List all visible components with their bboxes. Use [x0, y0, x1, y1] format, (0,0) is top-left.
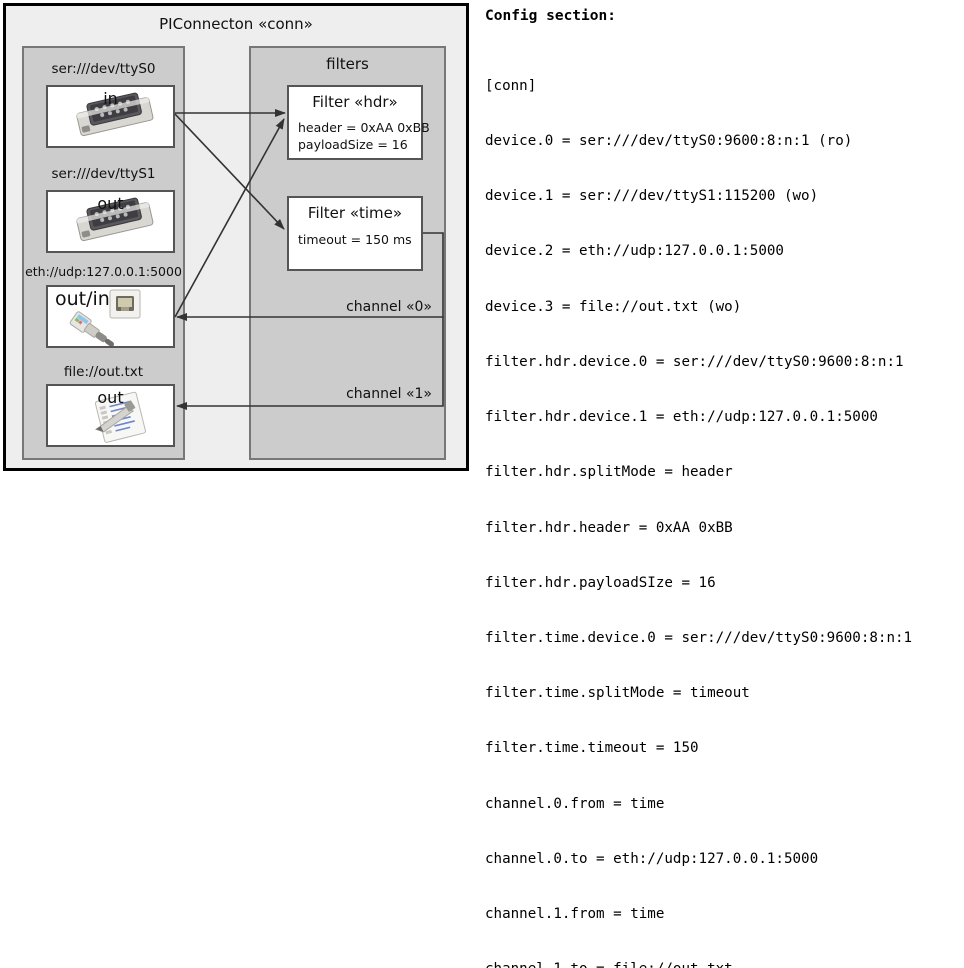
filter-title-time: Filter «time»: [307, 204, 403, 222]
config-line: channel.0.to = eth://udp:127.0.0.1:5000: [485, 850, 819, 867]
config-line: [conn]: [485, 77, 537, 94]
filter-prop-header: header = 0xAA 0xBB: [298, 120, 430, 135]
device-label-ttyS0: ser:///dev/ttyS0: [51, 61, 156, 77]
config-line: filter.hdr.payloadSIze = 16: [485, 574, 716, 591]
config-line: filter.hdr.device.0 = ser:///dev/ttyS0:9…: [485, 353, 904, 370]
device-label-file: file://out.txt: [63, 364, 144, 380]
connection-diagram: PIConnecton «conn» ser:///dev/ttyS0 in: [3, 3, 469, 471]
serial-port-icon: [76, 197, 154, 242]
config-heading: Config section:: [485, 8, 616, 24]
config-section: Config section: [conn] device.0 = ser://…: [482, 0, 962, 968]
device-direction-ttyS1: out: [97, 194, 124, 213]
serial-port-icon: [76, 92, 154, 137]
device-direction-file: out: [97, 388, 124, 407]
device-label-eth: eth://udp:127.0.0.1:5000: [25, 264, 182, 279]
device-box-file[interactable]: out: [46, 384, 175, 447]
device-box-ttyS0[interactable]: in: [46, 85, 175, 148]
ethernet-port-icon: [69, 289, 141, 346]
device-direction-eth: out/in: [55, 288, 110, 310]
filter-box-time[interactable]: Filter «time» timeout = 150 ms: [287, 196, 423, 271]
device-box-eth[interactable]: out/in: [46, 285, 175, 348]
filter-prop-payload-size: payloadSize = 16: [298, 137, 408, 152]
filter-title-hdr: Filter «hdr»: [312, 93, 398, 111]
diagram-title: PIConnecton «conn»: [159, 15, 313, 33]
config-line: device.0 = ser:///dev/ttyS0:9600:8:n:1 (…: [485, 133, 853, 150]
filter-prop-timeout: timeout = 150 ms: [298, 232, 412, 247]
config-line: filter.hdr.header = 0xAA 0xBB: [485, 519, 733, 536]
channel-label-1: channel «1»: [346, 386, 432, 402]
filters-group-title: filters: [326, 55, 369, 73]
device-direction-ttyS0: in: [103, 89, 118, 108]
config-line: channel.1.from = time: [485, 906, 665, 923]
config-line: device.1 = ser:///dev/ttyS1:115200 (wo): [485, 188, 819, 205]
text-file-icon: [94, 391, 146, 443]
config-line: filter.time.splitMode = timeout: [485, 685, 750, 702]
config-line: filter.time.timeout = 150: [485, 740, 699, 757]
device-label-ttyS1: ser:///dev/ttyS1: [51, 166, 156, 182]
config-line: device.2 = eth://udp:127.0.0.1:5000: [485, 243, 784, 260]
config-line: channel.1.to = file://out.txt: [485, 960, 912, 968]
config-line: filter.time.device.0 = ser:///dev/ttyS0:…: [485, 630, 913, 646]
channel-label-0: channel «0»: [346, 299, 432, 315]
device-box-ttyS1[interactable]: out: [46, 190, 175, 253]
config-line: filter.hdr.splitMode = header: [485, 464, 733, 481]
filter-box-hdr[interactable]: Filter «hdr» header = 0xAA 0xBB payloadS…: [287, 85, 430, 160]
config-line: filter.hdr.device.1 = eth://udp:127.0.0.…: [485, 409, 878, 426]
config-line: channel.0.from = time: [485, 795, 665, 812]
config-lines: [conn] device.0 = ser:///dev/ttyS0:9600:…: [485, 40, 912, 968]
config-line: device.3 = file://out.txt (wo): [485, 298, 742, 315]
